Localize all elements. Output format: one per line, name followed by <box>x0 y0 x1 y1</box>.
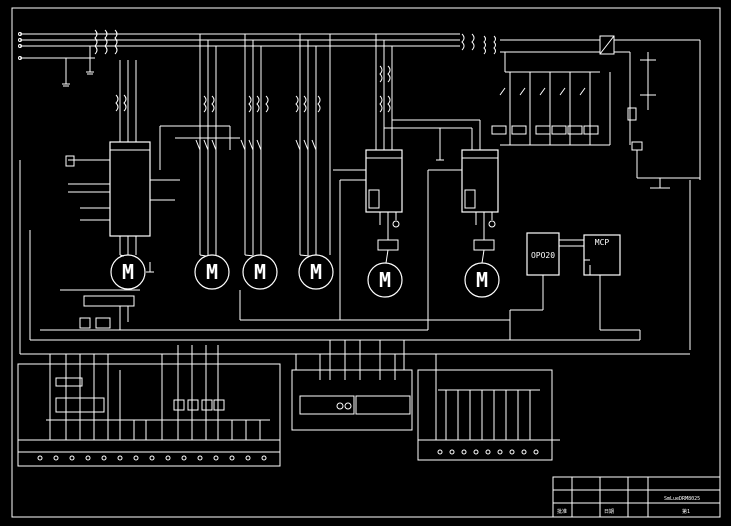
motor-5: M <box>367 262 403 298</box>
power-supply-unit <box>60 289 140 330</box>
upper-right-supply <box>370 33 701 350</box>
relay-distribution <box>19 160 690 355</box>
motor-6-label: M <box>476 268 488 292</box>
sheet-label: 第1 <box>682 508 690 515</box>
drawing-frame <box>11 7 721 518</box>
motors: M M M M M M <box>110 249 500 298</box>
date-label: 日期 <box>604 509 614 515</box>
motor-2-label: M <box>206 260 218 284</box>
mcp-label: MCP <box>595 238 610 247</box>
main-power-bus <box>18 29 370 87</box>
motor-feed-columns <box>159 34 331 255</box>
motor-4-label: M <box>310 260 322 284</box>
motor-1-label: M <box>122 260 134 284</box>
terminal-bank-right <box>417 354 560 461</box>
motor-1: M <box>110 254 146 290</box>
motor-4: M <box>298 254 334 290</box>
servo-drive-1 <box>333 149 403 251</box>
servo-drive-2 <box>427 149 499 330</box>
motor-3-label: M <box>254 260 266 284</box>
drawing-name: SmLueDRM8025 <box>664 496 700 502</box>
mcp-block <box>583 234 621 276</box>
io-module-middle <box>291 340 413 431</box>
servo-drive-feeds <box>375 34 481 161</box>
motor-3: M <box>242 254 278 290</box>
approved-label: 批准 <box>557 508 567 515</box>
title-block: SmLueDRM8025 批准 日期 第1 <box>552 476 721 518</box>
control-blocks: OPO20 MCP <box>526 232 621 330</box>
motor-5-label: M <box>379 268 391 292</box>
opo20-label: OPO20 <box>531 251 555 260</box>
terminal-bank-left <box>17 345 281 467</box>
contactor-group <box>491 72 611 146</box>
motor-2: M <box>194 254 230 290</box>
inverter-unit <box>65 60 180 255</box>
